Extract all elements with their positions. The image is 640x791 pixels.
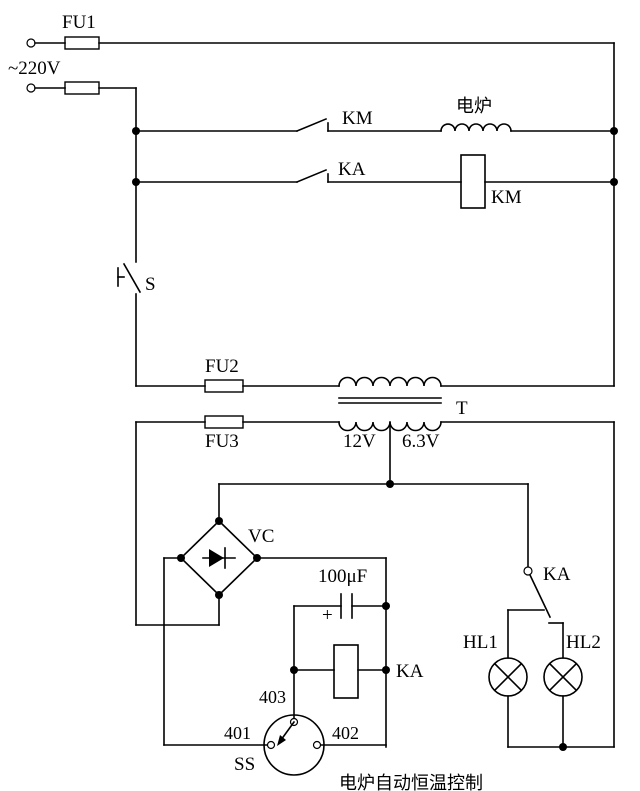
fuse-fu1b bbox=[64, 81, 100, 95]
furnace-heater-coil bbox=[440, 123, 512, 132]
label-switch-s: S bbox=[145, 274, 156, 295]
label-furnace: 电炉 bbox=[456, 96, 492, 117]
terminal-401 bbox=[266, 740, 276, 750]
label-transformer-t: T bbox=[456, 398, 468, 419]
label-terminal-403: 403 bbox=[259, 687, 286, 707]
label-fu1: FU1 bbox=[62, 12, 96, 33]
ka-switch-pivot bbox=[523, 566, 533, 576]
label-fu3: FU3 bbox=[205, 431, 239, 452]
label-ka-coil: KA bbox=[396, 661, 424, 682]
fuse-fu2 bbox=[204, 379, 244, 393]
label-hl2: HL2 bbox=[566, 632, 601, 653]
label-ka-contact: KA bbox=[338, 159, 366, 180]
supply-terminal-top bbox=[26, 38, 36, 48]
label-tap-12v: 12V bbox=[343, 431, 376, 452]
label-km-coil: KM bbox=[491, 187, 522, 208]
label-thermostat-ss: SS bbox=[234, 754, 255, 775]
label-terminal-401: 401 bbox=[224, 723, 251, 743]
supply-terminal-bottom bbox=[26, 83, 36, 93]
switch-s bbox=[122, 262, 142, 294]
km-relay-coil bbox=[460, 154, 486, 209]
ka-contact bbox=[295, 168, 328, 184]
label-rectifier-vc: VC bbox=[248, 526, 274, 547]
label-km-contact: KM bbox=[342, 108, 373, 129]
control-section bbox=[135, 415, 615, 776]
km-contact bbox=[295, 117, 328, 133]
fuse-fu1 bbox=[64, 36, 100, 50]
ka-relay-coil bbox=[333, 644, 359, 699]
transformer-t bbox=[338, 397, 442, 485]
label-ka-switch: KA bbox=[543, 564, 571, 585]
mains-section bbox=[26, 36, 618, 393]
label-hl1: HL1 bbox=[463, 632, 498, 653]
label-fu2: FU2 bbox=[205, 356, 239, 377]
labels: FU1 ~220V KM 电炉 KA KM S FU2 FU3 T 12V 6.… bbox=[8, 12, 601, 791]
label-tap-6-3v: 6.3V bbox=[402, 431, 440, 452]
fuse-fu3 bbox=[204, 415, 244, 429]
caption: 电炉自动恒温控制 bbox=[339, 773, 483, 791]
ka-switch-blade bbox=[528, 573, 552, 619]
terminal-402 bbox=[312, 740, 322, 750]
transformer-primary bbox=[338, 376, 442, 387]
label-capacitor: 100μF bbox=[318, 566, 367, 587]
label-capacitor-plus: + bbox=[322, 605, 333, 626]
label-supply-voltage: ~220V bbox=[8, 58, 61, 79]
label-terminal-402: 402 bbox=[332, 723, 359, 743]
